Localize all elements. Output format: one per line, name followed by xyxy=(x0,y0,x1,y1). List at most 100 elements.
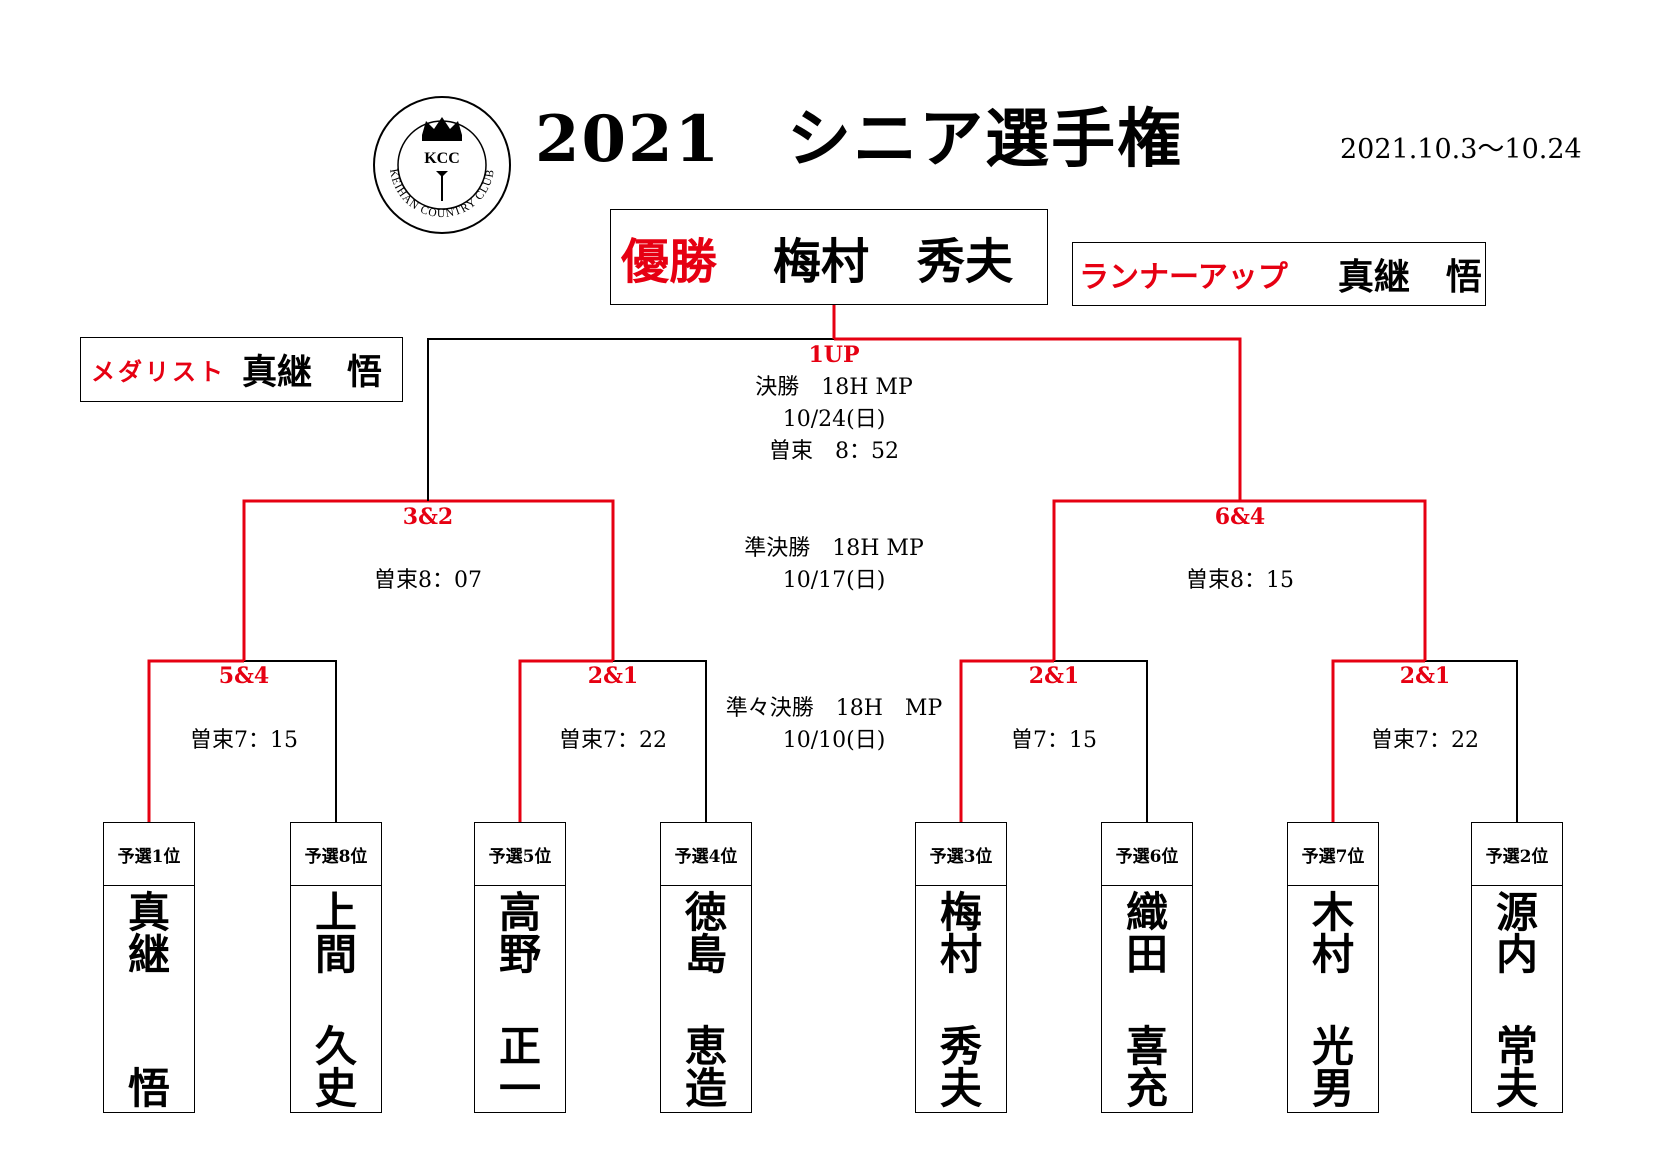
name-char: 常 xyxy=(1495,1022,1538,1071)
final-round-name: 決勝 18H MP xyxy=(755,375,913,400)
player-seed: 予選2位 xyxy=(1472,823,1562,886)
club-logo: KCC KEIHAN COUNTRY CLUB xyxy=(373,96,511,234)
player-seed: 予選6位 xyxy=(1102,823,1192,886)
bracket-line xyxy=(1425,660,1518,822)
name-char: 真 xyxy=(127,888,170,937)
champion-name: 梅村 秀夫 xyxy=(773,234,1014,290)
quarterfinal-tee-time: 曽束7：15 xyxy=(190,728,298,753)
player-given-name: 久史 xyxy=(315,1026,357,1110)
player-name: 徳島 恵造 xyxy=(661,886,751,1112)
player-name: 梅村 秀夫 xyxy=(916,886,1006,1112)
quarterfinal-tee-time: 曽7：15 xyxy=(1011,728,1097,753)
player-seed: 予選4位 xyxy=(661,823,751,886)
bracket-line xyxy=(613,660,707,822)
bracket-line-winner xyxy=(242,499,428,661)
semifinal-tee-time: 曽束8：15 xyxy=(1186,568,1294,593)
bracket-line-winner xyxy=(147,659,244,822)
name-char: 村 xyxy=(1311,930,1354,979)
name-char: 造 xyxy=(684,1064,727,1113)
page-title: 2021 シニア選手権 xyxy=(535,102,1184,177)
quarterfinal-score: 2&1 xyxy=(587,663,639,689)
bracket-line xyxy=(427,338,834,501)
name-char: 夫 xyxy=(1495,1064,1538,1113)
player-name: 高野 正一 xyxy=(475,886,565,1112)
player-family-name: 徳島 xyxy=(685,892,727,976)
runner-up-box: ランナーアップ 真継 悟 xyxy=(1072,242,1486,306)
date-range: 2021.10.3～10.24 xyxy=(1340,134,1582,165)
name-char: 源 xyxy=(1495,888,1538,937)
name-char: 恵 xyxy=(684,1022,727,1071)
runner-up-label: ランナーアップ xyxy=(1079,260,1288,295)
semifinal-score: 3&2 xyxy=(402,504,454,530)
player-name: 上間 久史 xyxy=(291,886,381,1112)
name-char: 喜 xyxy=(1125,1022,1168,1071)
player-card: 予選8位 上間 久史 xyxy=(290,822,382,1113)
semifinal-tee-time: 曽束8：07 xyxy=(374,568,482,593)
bracket-line xyxy=(1054,660,1148,822)
name-char: 野 xyxy=(498,930,541,979)
bracket-line-winner xyxy=(959,659,1054,822)
bracket-line-winner xyxy=(1052,499,1240,661)
name-char: 久 xyxy=(314,1022,357,1071)
player-card: 予選6位 織田 喜充 xyxy=(1101,822,1193,1113)
player-card: 予選4位 徳島 恵造 xyxy=(660,822,752,1113)
player-name: 真継 悟 xyxy=(104,886,194,1112)
name-char: 史 xyxy=(314,1064,357,1113)
golf-tee-icon xyxy=(436,171,448,201)
name-char: 一 xyxy=(498,1064,541,1113)
player-family-name: 木村 xyxy=(1312,892,1354,976)
final-score: 1UP xyxy=(808,342,860,368)
name-char: 織 xyxy=(1125,888,1168,937)
name-char: 悟 xyxy=(127,1064,170,1113)
player-given-name: 喜充 xyxy=(1126,1026,1168,1110)
player-given-name: 光男 xyxy=(1312,1026,1354,1110)
runner-up-name: 真継 悟 xyxy=(1337,256,1482,298)
name-char: 男 xyxy=(1311,1064,1354,1113)
name-char: 充 xyxy=(1125,1064,1168,1113)
player-family-name: 梅村 xyxy=(940,892,982,976)
bracket-line xyxy=(244,660,337,822)
player-family-name: 源内 xyxy=(1496,892,1538,976)
name-char: 木 xyxy=(1311,888,1354,937)
final-date: 10/24(日) xyxy=(782,407,886,432)
name-char: 間 xyxy=(314,930,357,979)
player-family-name: 高野 xyxy=(499,892,541,976)
medalist-label: メダリスト xyxy=(91,357,226,386)
quarterfinal-score: 5&4 xyxy=(218,663,270,689)
player-card: 予選1位 真継 悟 xyxy=(103,822,195,1113)
player-name: 織田 喜充 xyxy=(1102,886,1192,1112)
player-given-name: 常夫 xyxy=(1496,1026,1538,1110)
bracket-line-winner xyxy=(428,499,615,661)
player-given-name: 恵造 xyxy=(685,1026,727,1110)
player-card: 予選7位 木村 光男 xyxy=(1287,822,1379,1113)
player-seed: 予選1位 xyxy=(104,823,194,886)
crown-icon xyxy=(422,117,462,141)
champion-label: 優勝 xyxy=(621,234,718,290)
quarterfinal-tee-time: 曽束7：22 xyxy=(1371,728,1479,753)
quarterfinal-date: 10/10(日) xyxy=(782,728,886,753)
final-tee-time: 曽束 8：52 xyxy=(769,439,899,464)
player-seed: 予選5位 xyxy=(475,823,565,886)
player-seed: 予選8位 xyxy=(291,823,381,886)
player-family-name: 真継 xyxy=(128,892,170,976)
semifinal-round-name: 準決勝 18H MP xyxy=(744,536,924,561)
player-seed: 予選7位 xyxy=(1288,823,1378,886)
name-char: 秀 xyxy=(939,1022,982,1071)
bracket-line-winner xyxy=(834,337,1242,501)
player-given-name: 正一 xyxy=(499,1026,541,1110)
semifinal-date: 10/17(日) xyxy=(782,568,886,593)
name-char: 村 xyxy=(939,930,982,979)
player-card: 予選2位 源内 常夫 xyxy=(1471,822,1563,1113)
champion-box: 優勝 梅村 秀夫 xyxy=(610,209,1048,305)
name-char: 島 xyxy=(684,930,727,979)
medalist-name: 真継 悟 xyxy=(242,352,383,393)
logo-text: KCC xyxy=(424,150,460,167)
medalist-box: メダリスト 真継 悟 xyxy=(80,337,403,402)
name-char: 徳 xyxy=(684,888,727,937)
bracket-line-winner xyxy=(518,659,613,822)
player-given-name: 悟 xyxy=(128,1068,170,1110)
quarterfinal-tee-time: 曽束7：22 xyxy=(559,728,667,753)
name-char: 田 xyxy=(1125,930,1168,979)
name-char: 正 xyxy=(498,1022,541,1071)
